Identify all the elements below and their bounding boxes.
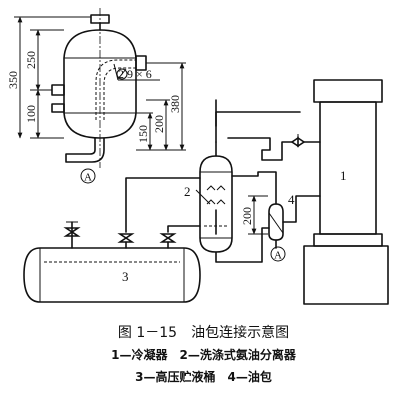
callout-condenser: 1 <box>340 168 347 183</box>
dimension-lines-left: 350 250 100 <box>6 16 91 139</box>
connection-diagram: 2 9 × 6 350 250 100 150 20 <box>6 8 389 305</box>
callout-oil-pot: 4 <box>288 192 295 207</box>
callout-separator: 2 <box>184 184 191 199</box>
svg-text:A: A <box>84 172 92 184</box>
pipe-spec-label: 2 9 × 6 <box>118 67 152 81</box>
dimension-lines-right: 150 200 380 <box>136 62 186 151</box>
svg-text:A: A <box>274 250 282 262</box>
receiver-valve-2 <box>117 233 135 243</box>
separator: 2 <box>184 141 233 253</box>
legend-line-1: 1—冷凝器 2—洗涤式氨油分离器 <box>111 348 296 362</box>
dim-overall-height: 350 <box>6 71 20 89</box>
bottom-outlet-bend <box>65 137 105 163</box>
dim-mid-height: 200 <box>152 115 166 133</box>
inner-inlet-pipe <box>95 59 136 120</box>
receiver-valve-3 <box>159 233 177 243</box>
dim-lower-height: 100 <box>24 105 38 123</box>
condenser: 1 <box>303 79 389 305</box>
legend-line-2: 3—高压贮液桶 4—油包 <box>135 370 272 384</box>
receiver: 3 <box>23 247 201 303</box>
figure-caption: 图 1－15 油包连接示意图 <box>117 325 290 341</box>
dim-pipe-height: 200 <box>240 207 254 225</box>
callout-receiver: 3 <box>122 269 129 284</box>
dim-upper-height: 250 <box>24 51 38 69</box>
dim-full-height: 380 <box>168 95 182 113</box>
dim-nozzle-height: 150 <box>136 125 150 143</box>
oil-pot-detail: 2 9 × 6 <box>51 8 160 168</box>
left-nozzle-upper <box>51 84 65 96</box>
piping <box>63 99 321 263</box>
left-nozzle-lower <box>51 103 65 113</box>
oil-pot: 4 200 A <box>240 192 295 262</box>
view-marker-detail: A <box>80 168 96 184</box>
